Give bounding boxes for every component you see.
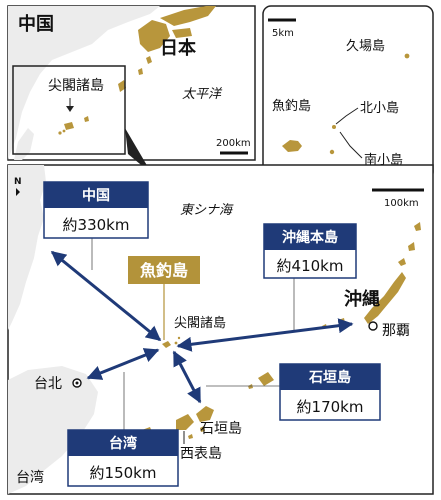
callout-okinawa-distance: 約410km [277, 257, 344, 275]
arrow-senkaku-ishigaki [172, 350, 202, 404]
callout-okinawa-header [264, 224, 356, 250]
okinawa-main-island [364, 272, 406, 324]
main-scale-label: 100km [384, 198, 419, 209]
kitakojima-leader [335, 107, 359, 125]
senkaku-dot-a [58, 131, 62, 135]
callout-okinawa: 沖縄本島 約410km [263, 223, 357, 279]
uotsuri-main-label-box [128, 256, 200, 284]
inset-japan-label: 日本 [160, 37, 196, 59]
kuba-label: 久場島 [346, 39, 385, 54]
minamikojima-leader [339, 131, 363, 159]
inset-china-label: 中国 [18, 13, 54, 35]
ishigaki-island [196, 406, 214, 422]
callout-china-header [44, 182, 148, 208]
japan-amami [138, 68, 143, 75]
inset-zoom-scale-label: 5km [272, 28, 294, 39]
okinawa-north-island-1 [398, 258, 406, 266]
uotsuri-zoom-island [282, 140, 302, 152]
miyako-island-small [248, 384, 253, 389]
arrow-senkaku-okinawa [176, 318, 354, 352]
callout-china: 中国 約330km [43, 181, 149, 239]
minamikojima-island [329, 149, 335, 155]
minamikojima-label: 南小島 [364, 152, 403, 168]
callout-ishigaki-title: 石垣島 [308, 369, 351, 386]
china-coast-main [8, 165, 46, 330]
senkaku-dot-b [62, 129, 66, 133]
senkaku-leader-arrowhead [66, 106, 74, 112]
inset-region-scale-label: 200km [216, 138, 251, 149]
taiwan-landmass-main [8, 366, 98, 494]
uotsuri-main-label: 魚釣島 [140, 261, 188, 280]
japan-kyushu [138, 20, 170, 52]
senkaku-small-b [177, 336, 181, 340]
ishigaki-label: 石垣島 [200, 421, 242, 437]
japan-ryukyu-north [146, 56, 152, 64]
taiwan-landmass-inset [14, 128, 34, 160]
japan-shikoku [172, 28, 192, 38]
inset-zoom-panel: 5km 久場島 魚釣島 北小島 南小島 [262, 5, 434, 181]
callout-taiwan-distance: 約150km [90, 464, 157, 482]
senkaku-main-label: 尖閣諸島 [174, 315, 226, 331]
callout-okinawa-title: 沖縄本島 [282, 229, 338, 246]
okinawa-label: 沖縄 [344, 288, 380, 310]
yaeyama-small-2 [188, 434, 193, 439]
okinawa-north-island-3 [414, 222, 421, 231]
japan-miyako-inset [84, 116, 89, 122]
japan-honshu [160, 6, 216, 26]
inset-senkaku-label: 尖閣諸島 [48, 78, 104, 94]
japan-okinawa-inset [118, 80, 126, 92]
inset-pacific-label: 太平洋 [182, 87, 223, 102]
arrow-senkaku-china [50, 250, 162, 342]
iriomote-label: 西表島 [180, 446, 222, 462]
iriomote-island [176, 414, 194, 430]
senkaku-highlight-box [12, 65, 126, 155]
senkaku-uotsuri-main [162, 341, 171, 348]
miyako-island [258, 372, 274, 386]
okinawa-north-island-2 [408, 242, 415, 251]
kitakojima-island [332, 125, 336, 129]
inset-pointer [125, 128, 152, 174]
inset-region-panel: 中国 日本 尖閣諸島 太平洋 200km [7, 5, 256, 174]
callout-ishigaki: 石垣島 約170km [279, 363, 381, 421]
senkaku-small-a [174, 341, 178, 345]
callout-china-title: 中国 [82, 187, 110, 204]
naha-label: 那覇 [382, 323, 410, 339]
north-arrow-icon [16, 188, 20, 196]
taipei-city-marker-dot [75, 381, 79, 385]
taiwan-main-label: 台湾 [16, 469, 44, 486]
callout-taiwan-title: 台湾 [109, 435, 137, 452]
uotsuri-zoom-label: 魚釣島 [272, 98, 311, 114]
arrow-senkaku-taiwan [86, 348, 160, 380]
taipei-label: 台北 [34, 376, 62, 392]
yaeyama-small-1 [200, 426, 205, 432]
japan-yaeyama-inset [64, 122, 74, 130]
callout-taiwan-header [68, 430, 178, 456]
callout-ishigaki-header [280, 364, 380, 390]
kitakojima-label: 北小島 [360, 101, 399, 116]
east-china-sea-label: 東シナ海 [180, 203, 234, 218]
callout-taiwan: 台湾 約150km [67, 429, 179, 487]
north-indicator-label: N [14, 177, 22, 187]
callout-ishigaki-distance: 約170km [297, 398, 364, 416]
main-map-panel: N 100km 東シナ海 尖閣諸島 沖縄 那覇 台北 石垣島 西表島 台湾 魚釣… [7, 164, 434, 495]
callout-china-distance: 約330km [63, 216, 130, 234]
kuba-island [404, 53, 410, 59]
naha-city-marker [368, 321, 378, 331]
china-landmass [8, 6, 160, 160]
